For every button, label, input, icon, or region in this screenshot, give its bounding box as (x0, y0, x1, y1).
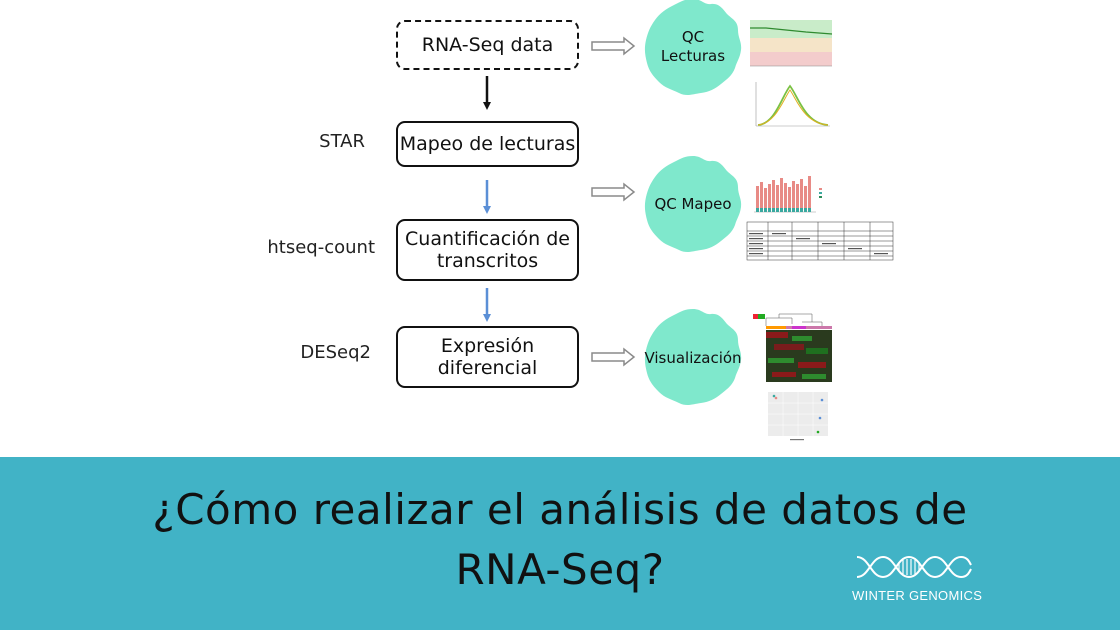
blob-label-qc-mapeo: QC Mapeo (654, 194, 732, 213)
tool-deseq2: DESeq2 (300, 342, 371, 363)
step-expresion: Expresión diferencial (396, 326, 579, 388)
logo-text: WINTER GENOMICS (852, 588, 983, 603)
blob-qc-mapeo (644, 156, 742, 253)
thumbnail-gc-plot (750, 76, 834, 134)
tool-star: STAR (319, 131, 365, 152)
thumbnail-table (746, 221, 894, 261)
banner-title-line2: RNA-Seq? (455, 545, 665, 594)
double-arrow-icon (591, 36, 636, 56)
double-arrow-icon (591, 347, 636, 367)
blob-label-qc-lecturas: QC Lecturas (660, 28, 726, 65)
flow-arrows (483, 36, 636, 367)
step-cuantificacion: Cuantificación de transcritos (396, 219, 579, 281)
thumbnail-quality-plot (746, 12, 834, 76)
thumbnail-pca-plot (760, 388, 832, 444)
thumbnail-heatmap (752, 312, 834, 384)
blob-shapes (644, 0, 742, 406)
tool-htseq-count: htseq-count (267, 237, 375, 258)
step-rnaseq-data: RNA-Seq data (396, 20, 579, 70)
title-banner: ¿Cómo realizar el análisis de datos de R… (0, 457, 1120, 630)
banner-title-line1: ¿Cómo realizar el análisis de datos de (152, 485, 968, 534)
step-label: Expresión diferencial (437, 335, 538, 379)
step-label: Cuantificación de transcritos (405, 228, 570, 272)
step-mapeo: Mapeo de lecturas (396, 121, 579, 167)
dna-helix-icon (856, 555, 972, 579)
step-label: Mapeo de lecturas (399, 133, 576, 155)
blob-visualizacion (644, 309, 742, 406)
step-label: RNA-Seq data (421, 34, 554, 56)
thumbnail-bar-chart (746, 170, 832, 216)
blob-qc-lecturas (644, 0, 742, 96)
blob-label-visualizacion: Visualización (644, 348, 742, 367)
double-arrow-icon (591, 182, 636, 202)
